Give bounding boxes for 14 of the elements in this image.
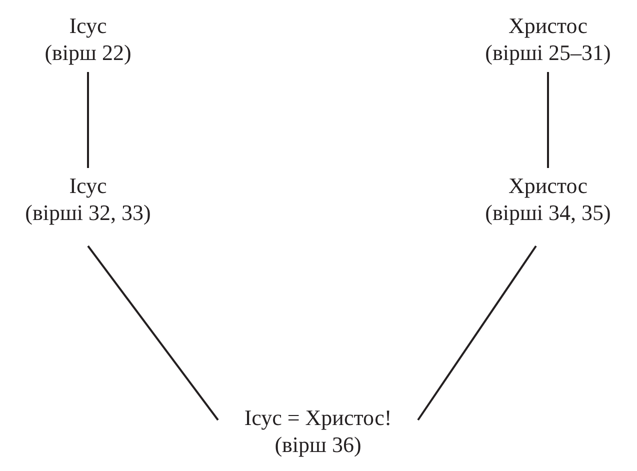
verse-reference: (вірші 34, 35) [485,199,611,226]
verse-reference: (вірші 32, 33) [25,199,151,226]
name-label: Христос [508,172,588,199]
verse-reference: (вірш 36) [274,431,362,458]
verse-reference: (вірш 22) [44,39,132,66]
name-label: Христос [508,12,588,39]
name-label: Ісус [69,12,107,39]
connector-line [87,72,89,168]
name-label: Ісус = Христос! [244,404,392,431]
verse-reference: (вірші 25–31) [485,39,611,66]
connector-line [87,245,219,421]
connector-line [417,245,537,421]
connector-line [547,72,549,168]
name-label: Ісус [69,172,107,199]
